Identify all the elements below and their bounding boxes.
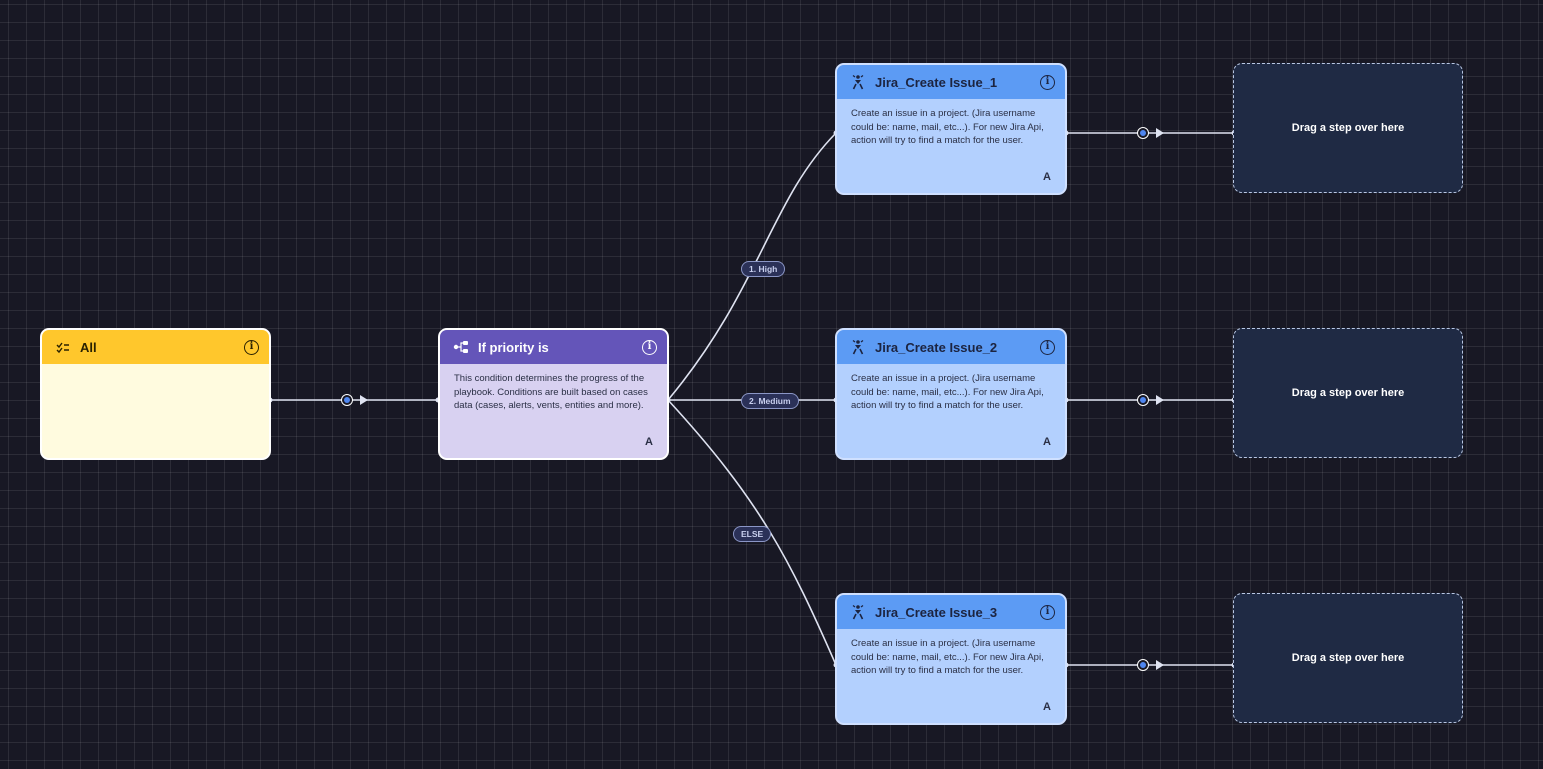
action-title: Jira_Create Issue_1 [875, 74, 998, 90]
action-description: Create an issue in a project. (Jira user… [851, 373, 1044, 411]
action-title: Jira_Create Issue_3 [875, 604, 998, 620]
arrowhead [1156, 395, 1164, 405]
action-node-jira-1[interactable]: Jira_Create Issue_1 i Create an issue in… [835, 63, 1067, 195]
branch-label-high[interactable]: 1. High [741, 261, 786, 277]
connector-condition-high [667, 132, 837, 401]
info-icon[interactable]: i [642, 339, 657, 355]
action-node-jira-2[interactable]: Jira_Create Issue_2 i Create an issue in… [835, 328, 1067, 460]
info-icon[interactable]: i [1040, 74, 1055, 90]
branch-label-medium[interactable]: 2. Medium [741, 393, 799, 409]
info-icon[interactable]: i [244, 339, 259, 355]
add-step-dot[interactable] [1137, 659, 1149, 671]
condition-node[interactable]: If priority is i This condition determin… [438, 328, 669, 460]
arrowhead [1156, 660, 1164, 670]
jira-icon [849, 603, 867, 621]
trigger-title: All [80, 339, 97, 355]
action-header: Jira_Create Issue_3 i [837, 595, 1065, 629]
trigger-header: All i [42, 330, 269, 364]
info-icon[interactable]: i [1040, 604, 1055, 620]
drop-placeholder-2[interactable]: Drag a step over here [1233, 328, 1463, 458]
drop-placeholder-1[interactable]: Drag a step over here [1233, 63, 1463, 193]
add-step-dot[interactable] [1137, 127, 1149, 139]
arrowhead [1156, 128, 1164, 138]
condition-description: This condition determines the progress o… [454, 373, 648, 411]
action-title: Jira_Create Issue_2 [875, 339, 998, 355]
info-icon[interactable]: i [1040, 339, 1055, 355]
jira-icon [849, 73, 867, 91]
add-step-dot[interactable] [1137, 394, 1149, 406]
action-description: Create an issue in a project. (Jira user… [851, 638, 1044, 676]
owner-badge: A [1043, 436, 1051, 448]
owner-badge: A [1043, 171, 1051, 183]
jira-icon [849, 338, 867, 356]
condition-header: If priority is i [440, 330, 667, 364]
owner-badge: A [645, 436, 653, 448]
action-node-jira-3[interactable]: Jira_Create Issue_3 i Create an issue in… [835, 593, 1067, 725]
action-description: Create an issue in a project. (Jira user… [851, 108, 1044, 146]
owner-badge: A [1043, 701, 1051, 713]
branch-icon [452, 338, 470, 356]
drop-placeholder-3[interactable]: Drag a step over here [1233, 593, 1463, 723]
arrowhead [360, 395, 368, 405]
checklist-icon [54, 338, 72, 356]
add-step-dot[interactable] [341, 394, 353, 406]
branch-label-else[interactable]: ELSE [733, 526, 772, 542]
action-header: Jira_Create Issue_1 i [837, 65, 1065, 99]
condition-title: If priority is [478, 339, 549, 355]
trigger-node-all[interactable]: All i [40, 328, 271, 460]
action-header: Jira_Create Issue_2 i [837, 330, 1065, 364]
